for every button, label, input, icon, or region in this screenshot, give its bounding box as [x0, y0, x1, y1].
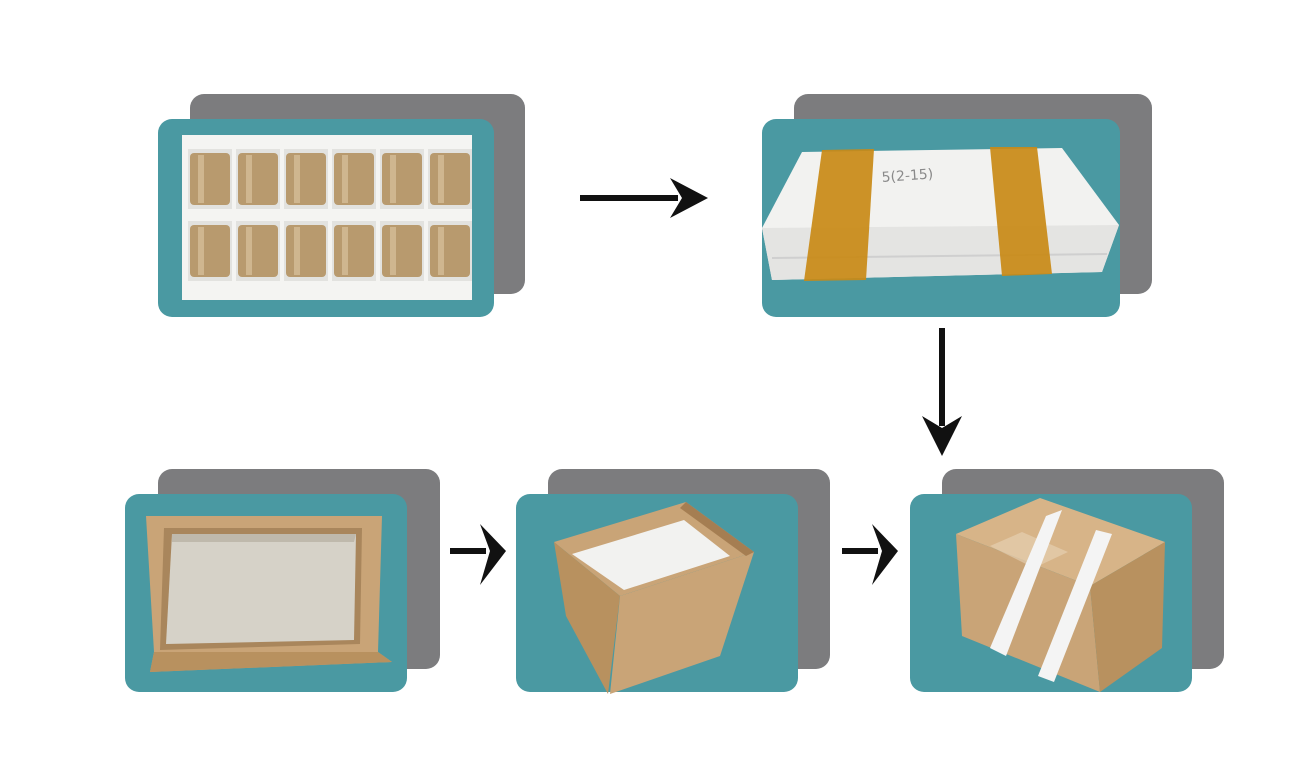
bushing-highlight	[390, 155, 396, 203]
open-carton-lined-photo	[554, 502, 754, 694]
bushing-highlight	[390, 227, 396, 275]
bushing-highlight	[342, 227, 348, 275]
bushing-highlight	[246, 155, 252, 203]
bushing-highlight	[198, 227, 204, 275]
bushing-highlight	[246, 227, 252, 275]
bushing-grid	[188, 149, 472, 281]
bushings-in-foam-tray-photo	[182, 135, 472, 300]
bushing-highlight	[438, 227, 444, 275]
arrow-step4-to-step3	[842, 524, 898, 585]
strapped-carton-photo	[956, 498, 1165, 692]
bushing-highlight	[438, 155, 444, 203]
bushing-highlight	[342, 155, 348, 203]
arrow-step2-to-step3	[922, 328, 962, 456]
arrow-step5-to-step4	[450, 524, 506, 585]
arrow-step1-to-step2	[580, 178, 708, 218]
open-carton-photo	[146, 516, 392, 672]
taped-foam-box-photo: 5(2-15)	[762, 147, 1119, 281]
bushing-highlight	[294, 227, 300, 275]
bushing-highlight	[198, 155, 204, 203]
bushing-highlight	[294, 155, 300, 203]
svg-text:5(2-15): 5(2-15)	[881, 166, 934, 186]
